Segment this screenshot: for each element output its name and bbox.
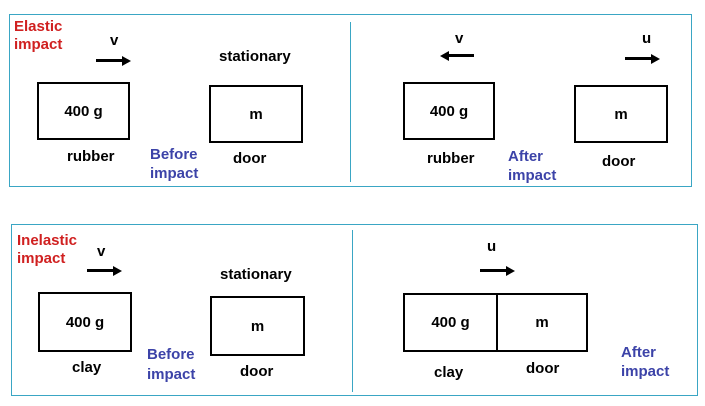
inelastic-before-door-mass: m: [250, 317, 265, 335]
elastic-after-door-velocity-arrow: [625, 54, 660, 64]
inelastic-before-door-box: m: [210, 296, 305, 356]
elastic-after-door-mass: m: [614, 105, 628, 123]
elastic-before-door-label: door: [233, 150, 267, 167]
inelastic-before-velocity-arrow: [87, 266, 122, 276]
elastic-impact-panel: [9, 14, 692, 187]
inelastic-title-line1: Inelastic: [17, 232, 78, 249]
inelastic-before-stationary-label: stationary: [220, 266, 292, 283]
elastic-before-velocity-label: v: [110, 32, 119, 49]
inelastic-after-door-box: m: [496, 293, 588, 352]
elastic-panel-divider: [350, 22, 351, 182]
elastic-title-line2: impact: [14, 36, 63, 53]
elastic-before-velocity-arrow: [96, 56, 131, 66]
elastic-after-door-box: m: [574, 85, 668, 143]
elastic-before-caption-line1: Before: [150, 146, 198, 163]
elastic-after-velocity-arrow: [440, 51, 474, 61]
elastic-after-velocity-label: v: [455, 30, 464, 47]
elastic-before-door-mass: m: [249, 105, 263, 123]
inelastic-before-door-label: door: [240, 363, 274, 380]
elastic-before-rubber-label: rubber: [67, 148, 115, 165]
elastic-before-caption-line2: impact: [150, 165, 199, 182]
inelastic-before-caption-line2: impact: [147, 366, 196, 383]
inelastic-after-velocity-arrow: [480, 266, 515, 276]
elastic-after-caption-line2: impact: [508, 167, 557, 184]
inelastic-after-clay-box: 400 g: [403, 293, 498, 352]
inelastic-panel-divider: [352, 230, 353, 392]
inelastic-after-velocity-label: u: [487, 238, 497, 255]
inelastic-after-door-label: door: [526, 360, 560, 377]
elastic-after-caption-line1: After: [508, 148, 544, 165]
elastic-after-rubber-box: 400 g: [403, 82, 495, 140]
inelastic-before-clay-mass: 400 g: [65, 313, 105, 331]
elastic-before-stationary-label: stationary: [219, 48, 291, 65]
elastic-after-rubber-mass: 400 g: [429, 102, 469, 120]
inelastic-after-caption-line1: After: [621, 344, 657, 361]
inelastic-after-door-mass: m: [535, 314, 549, 331]
inelastic-before-clay-label: clay: [72, 359, 102, 376]
inelastic-title-line2: impact: [17, 250, 66, 267]
elastic-after-door-label: door: [602, 153, 636, 170]
inelastic-before-caption-line1: Before: [147, 346, 195, 363]
elastic-title-line1: Elastic: [14, 18, 63, 35]
elastic-after-door-velocity-label: u: [642, 30, 652, 47]
elastic-before-rubber-mass: 400 g: [64, 102, 103, 120]
inelastic-after-clay-mass: 400 g: [431, 314, 470, 331]
elastic-before-rubber-box: 400 g: [37, 82, 130, 140]
elastic-after-rubber-label: rubber: [427, 150, 475, 167]
inelastic-before-clay-box: 400 g: [38, 292, 132, 352]
inelastic-impact-panel: [11, 224, 698, 396]
inelastic-after-clay-label: clay: [434, 364, 464, 381]
inelastic-before-velocity-label: v: [97, 243, 106, 260]
elastic-before-door-box: m: [209, 85, 303, 143]
inelastic-after-caption-line2: impact: [621, 363, 670, 380]
